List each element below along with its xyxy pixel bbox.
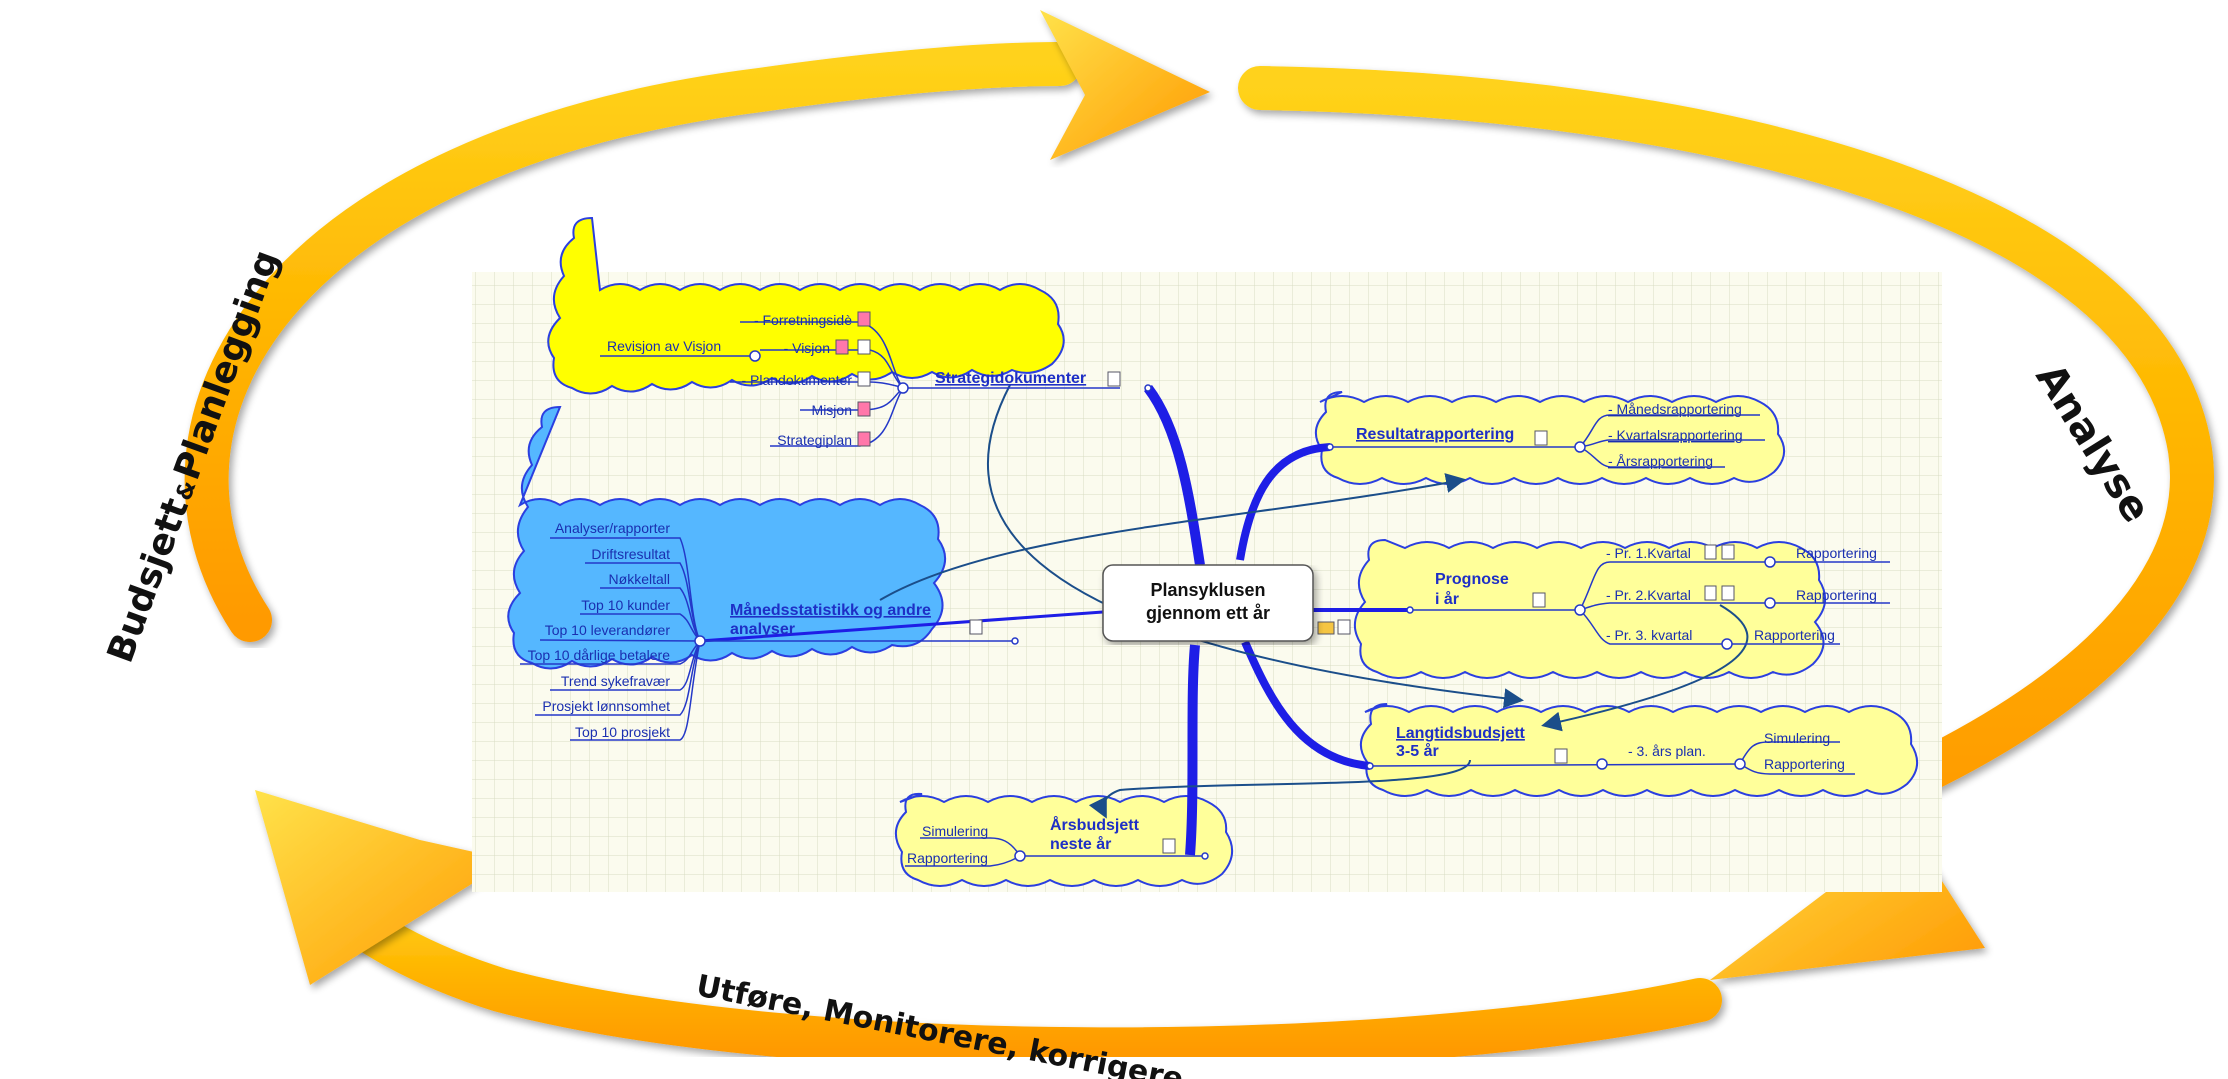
strategi-item[interactable]: - Forretningsidè xyxy=(754,312,852,328)
note-icon xyxy=(857,339,871,355)
center-title-line1: Plansyklusen xyxy=(1150,580,1265,600)
center-node[interactable] xyxy=(1102,564,1314,642)
note-icon xyxy=(857,371,871,387)
aars-title-line1[interactable]: Årsbudsjett xyxy=(1050,815,1140,834)
document-icon xyxy=(835,339,849,355)
maaned-title-line2[interactable]: analyser xyxy=(730,621,795,638)
strategi-item[interactable]: - Visjon xyxy=(784,340,830,356)
note-icon xyxy=(1721,585,1735,601)
document-icon xyxy=(857,311,871,327)
prognose-title-line1[interactable]: Prognose xyxy=(1435,571,1509,588)
note-icon xyxy=(1107,371,1121,387)
strategi-item[interactable]: Strategiplan xyxy=(777,432,852,448)
cycle-label-right: Analyse xyxy=(2027,356,2160,531)
langtid-title-line1[interactable]: Langtidsbudsjett xyxy=(1396,725,1526,742)
resultat-item[interactable]: - Kvartalsrapportering xyxy=(1608,427,1743,443)
note-icon xyxy=(1721,544,1735,560)
center-title-line2: gjennom ett år xyxy=(1146,603,1270,623)
node-connectors xyxy=(694,350,1776,862)
prognose-sub[interactable]: Rapportering xyxy=(1754,627,1835,643)
document-icon xyxy=(1704,585,1717,601)
document-icon xyxy=(1704,544,1717,560)
note-icon xyxy=(969,619,983,635)
langtid-sub[interactable]: Rapportering xyxy=(1764,756,1845,772)
langtid-cloud xyxy=(1360,703,1918,797)
resultat-item[interactable]: - Månedsrapportering xyxy=(1608,401,1742,417)
note-icon xyxy=(1534,430,1548,446)
resultat-title[interactable]: Resultatrapportering xyxy=(1356,426,1514,443)
maaned-item[interactable]: Analyser/rapporter xyxy=(555,520,671,536)
langtid-item[interactable]: - 3. års plan. xyxy=(1628,743,1706,759)
prognose-sub[interactable]: Rapportering xyxy=(1796,587,1877,603)
strategi-item[interactable]: - Plandokumenter xyxy=(741,372,852,388)
revisjon-label[interactable]: Revisjon av Visjon xyxy=(607,338,721,354)
connector-lines xyxy=(879,384,1749,819)
maaned-item[interactable]: Nøkkeltall xyxy=(609,571,670,587)
prognose-item[interactable]: - Pr. 3. kvartal xyxy=(1606,627,1692,643)
aars-item[interactable]: Simulering xyxy=(922,823,988,839)
prognose-item[interactable]: - Pr. 1.Kvartal xyxy=(1606,545,1691,561)
maaned-cloud xyxy=(507,405,946,670)
langtid-title-line2[interactable]: 3-5 år xyxy=(1396,742,1439,760)
prognose-sub[interactable]: Rapportering xyxy=(1796,545,1877,561)
strategi-cloud xyxy=(547,216,1065,395)
document-icon xyxy=(857,431,871,447)
tag-icon xyxy=(1317,621,1335,635)
maaned-item[interactable]: Driftsresultat xyxy=(591,546,670,562)
prognose-item[interactable]: - Pr. 2.Kvartal xyxy=(1606,587,1691,603)
maaned-tree xyxy=(520,537,1015,741)
resultat-item[interactable]: - Årsrapportering xyxy=(1608,453,1713,469)
maaned-item[interactable]: Top 10 dårlige betalere xyxy=(528,647,671,663)
note-icons xyxy=(835,311,1735,854)
langtid-sub[interactable]: Simulering xyxy=(1764,730,1830,746)
maaned-item[interactable]: Top 10 kunder xyxy=(581,597,670,613)
note-icon xyxy=(1532,592,1546,608)
aars-item[interactable]: Rapportering xyxy=(907,850,988,866)
main-branches xyxy=(699,384,1410,856)
strategi-title[interactable]: Strategidokumenter xyxy=(935,370,1086,387)
maaned-item[interactable]: Trend sykefravær xyxy=(561,673,671,689)
maaned-item[interactable]: Top 10 leverandører xyxy=(545,622,671,638)
maaned-title-line1[interactable]: Månedsstatistikk og andre xyxy=(730,601,931,619)
aars-cloud xyxy=(895,792,1233,887)
maaned-item[interactable]: Prosjekt lønnsomhet xyxy=(542,698,670,714)
prognose-cloud xyxy=(1354,538,1826,679)
strategi-item[interactable]: Misjon xyxy=(812,402,852,418)
prognose-title-line2[interactable]: i år xyxy=(1435,590,1459,608)
document-icon xyxy=(857,401,871,417)
note-icon xyxy=(1554,748,1568,764)
maaned-item[interactable]: Top 10 prosjekt xyxy=(575,724,670,740)
aars-title-line2[interactable]: neste år xyxy=(1050,835,1111,853)
note-icon xyxy=(1162,838,1176,854)
note-icon xyxy=(1337,619,1351,635)
